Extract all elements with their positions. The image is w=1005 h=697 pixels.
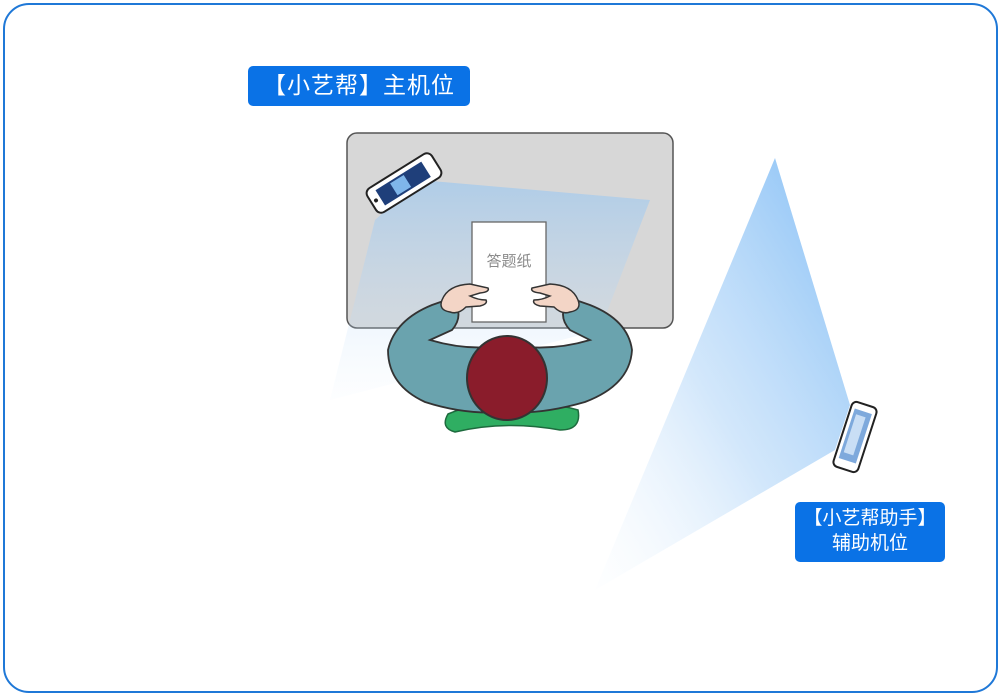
person-hair — [467, 336, 547, 420]
aux-camera-label-line1: 【小艺帮助手】 — [795, 506, 945, 531]
aux-camera-label-line2: 辅助机位 — [795, 531, 945, 556]
answer-sheet — [472, 222, 546, 322]
aux-camera-label: 【小艺帮助手】 辅助机位 — [795, 502, 945, 562]
answer-sheet-label: 答题纸 — [486, 252, 531, 270]
main-camera-label: 【小艺帮】主机位 — [248, 66, 470, 106]
